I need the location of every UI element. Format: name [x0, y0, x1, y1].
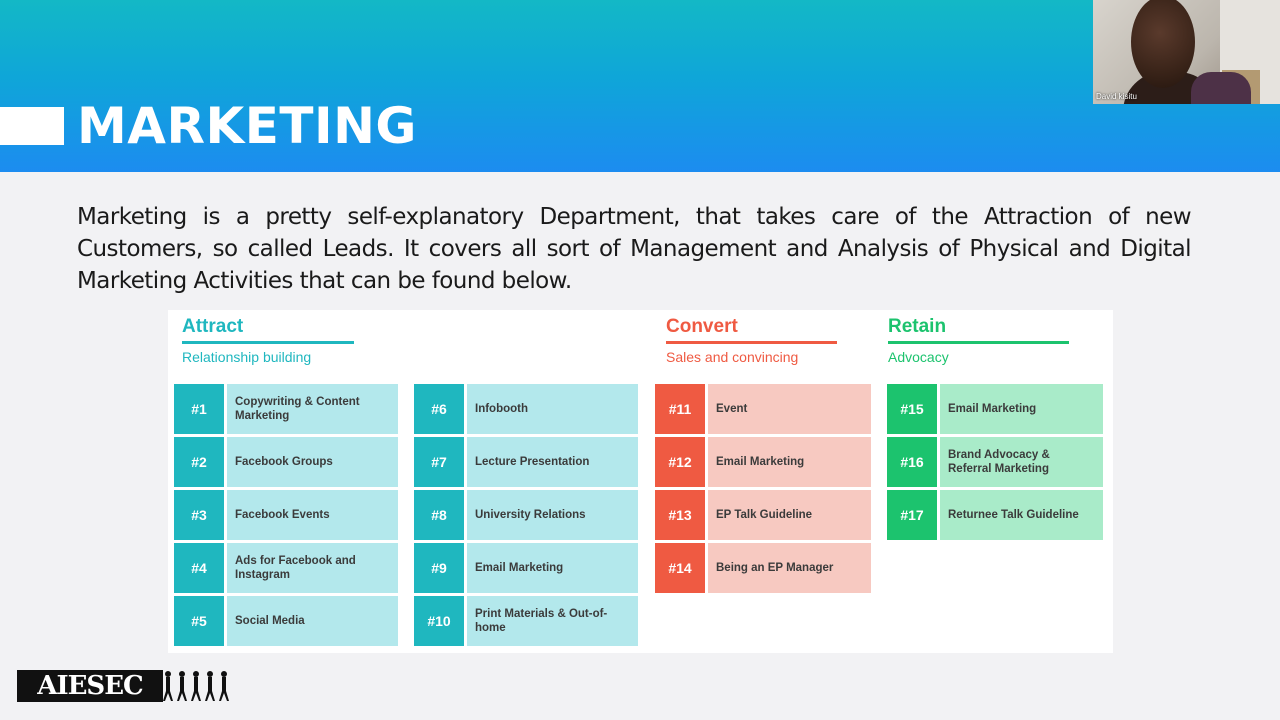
activity-number: #6 [414, 384, 464, 434]
activity-number: #10 [414, 596, 464, 646]
activity-number: #3 [174, 490, 224, 540]
section-header-convert: Convert Sales and convincing [666, 316, 837, 365]
participant-clothing [1191, 72, 1251, 104]
activity-number: #17 [887, 490, 937, 540]
activity-label: Email Marketing [940, 384, 1103, 434]
title-banner [0, 0, 1280, 172]
section-underline-convert [666, 341, 837, 344]
activity-label: Facebook Groups [227, 437, 398, 487]
activity-number: #14 [655, 543, 705, 593]
activity-label: Copywriting & Content Marketing [227, 384, 398, 434]
section-title-attract: Attract [182, 316, 244, 337]
activity-number: #2 [174, 437, 224, 487]
activity-label: University Relations [467, 490, 638, 540]
activity-label: Brand Advocacy & Referral Marketing [940, 437, 1103, 487]
slide-description: Marketing is a pretty self-explanatory D… [77, 204, 1192, 294]
section-title-retain: Retain [888, 316, 947, 337]
activity-label: EP Talk Guideline [708, 490, 871, 540]
slide-title: MARKETING [77, 97, 417, 155]
section-header-retain: Retain Advocacy [888, 316, 1069, 365]
activity-label: Returnee Talk Guideline [940, 490, 1103, 540]
activity-number: #1 [174, 384, 224, 434]
activity-number: #4 [174, 543, 224, 593]
activity-label: Facebook Events [227, 490, 398, 540]
activity-number: #5 [174, 596, 224, 646]
activity-label: Infobooth [467, 384, 638, 434]
activity-label: Email Marketing [708, 437, 871, 487]
activity-number: #11 [655, 384, 705, 434]
section-underline-retain [888, 341, 1069, 344]
activity-number: #12 [655, 437, 705, 487]
section-subtitle-retain: Advocacy [888, 349, 949, 365]
activity-label: Print Materials & Out-of-home [467, 596, 638, 646]
activity-number: #16 [887, 437, 937, 487]
participant-name-label: David kisitu [1096, 92, 1137, 101]
activity-label: Ads for Facebook and Instagram [227, 543, 398, 593]
activity-label: Email Marketing [467, 543, 638, 593]
activity-label: Social Media [227, 596, 398, 646]
section-title-convert: Convert [666, 316, 738, 337]
activity-label: Lecture Presentation [467, 437, 638, 487]
section-subtitle-attract: Relationship building [182, 349, 312, 365]
aiesec-logo: AIESEC [17, 670, 163, 702]
activity-number: #13 [655, 490, 705, 540]
activity-number: #7 [414, 437, 464, 487]
activity-number: #15 [887, 384, 937, 434]
activity-number: #9 [414, 543, 464, 593]
people-silhouettes-icon [163, 671, 229, 701]
section-underline-attract [182, 341, 354, 344]
activity-label: Event [708, 384, 871, 434]
section-subtitle-convert: Sales and convincing [666, 349, 799, 365]
section-header-attract: Attract Relationship building [182, 316, 354, 365]
activity-label: Being an EP Manager [708, 543, 871, 593]
banner-accent-block [0, 107, 64, 145]
participant-video-tile[interactable] [1093, 0, 1280, 104]
participant-head [1131, 0, 1195, 88]
activity-number: #8 [414, 490, 464, 540]
marketing-activities-panel: Attract Relationship building Convert Sa… [168, 310, 1113, 653]
